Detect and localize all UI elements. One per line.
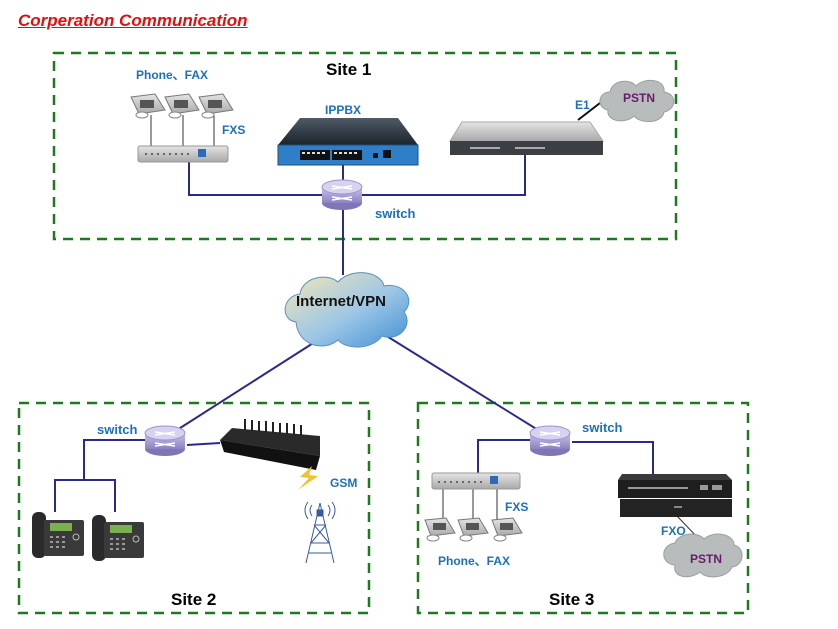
phone-icon: [424, 517, 456, 542]
site1-switch-icon: [321, 179, 363, 210]
phone-icon: [164, 93, 200, 119]
site2-boundary: [17, 401, 371, 615]
site3-title: Site 3: [549, 590, 595, 609]
cell-tower-icon: [304, 501, 336, 564]
site3-pstn-label: PSTN: [690, 552, 723, 566]
site1-title: Site 1: [326, 60, 372, 79]
phone-icon: [198, 93, 234, 119]
phone-icon: [491, 517, 523, 542]
site1-switch-label: switch: [375, 206, 416, 221]
internet-vpn-label: Internet/VPN: [296, 293, 387, 310]
internet-vpn-cloud: [284, 272, 410, 348]
site3-switch-icon: [529, 425, 571, 456]
lightning-icon: [298, 466, 318, 490]
site1-pstn-cloud: [599, 79, 675, 122]
site1-fxs-gateway: [137, 145, 229, 163]
site3-boundary: [416, 401, 750, 615]
wan-links: [176, 334, 539, 431]
site2-switch-label: switch: [97, 422, 138, 437]
gsm-gateway-device: [220, 419, 320, 470]
site3-phone-wires: [442, 488, 498, 520]
site3-phones: [424, 517, 523, 542]
site1-phones: [130, 93, 234, 119]
site3-phones-label: Phone、FAX: [438, 554, 511, 568]
site2-switch-icon: [144, 425, 186, 456]
e1-label: E1: [575, 98, 590, 112]
ip-phone-icon: [32, 512, 84, 558]
diagram-title: Corperation Communication: [18, 11, 248, 30]
fxo-label: FXO: [661, 524, 686, 538]
phone-icon: [130, 93, 166, 119]
site1-pstn-label: PSTN: [623, 91, 656, 105]
site1-phone-wires: [150, 115, 215, 148]
e1-link: [577, 102, 601, 121]
site2-links: [54, 439, 221, 512]
site1-phones-label: Phone、FAX: [136, 68, 209, 82]
site2-title: Site 2: [171, 590, 217, 609]
gsm-label: GSM: [330, 476, 358, 490]
ippbx-label: IPPBX: [325, 103, 362, 117]
site1-links: [188, 155, 526, 275]
site3-fxs-gateway: [431, 472, 521, 490]
site3-fxo-device: [618, 474, 732, 517]
phone-icon: [457, 517, 489, 542]
site3-fxs-label: FXS: [505, 500, 529, 514]
ip-phone-icon: [92, 515, 144, 561]
site1-boundary: [52, 51, 678, 241]
e1-gateway-device: [449, 121, 604, 155]
site3-links: [477, 439, 654, 474]
ippbx-device: [277, 118, 419, 166]
site1-fxs-label: FXS: [222, 123, 246, 137]
site3-pstn-cloud: [663, 533, 743, 578]
site3-switch-label: switch: [582, 420, 623, 435]
